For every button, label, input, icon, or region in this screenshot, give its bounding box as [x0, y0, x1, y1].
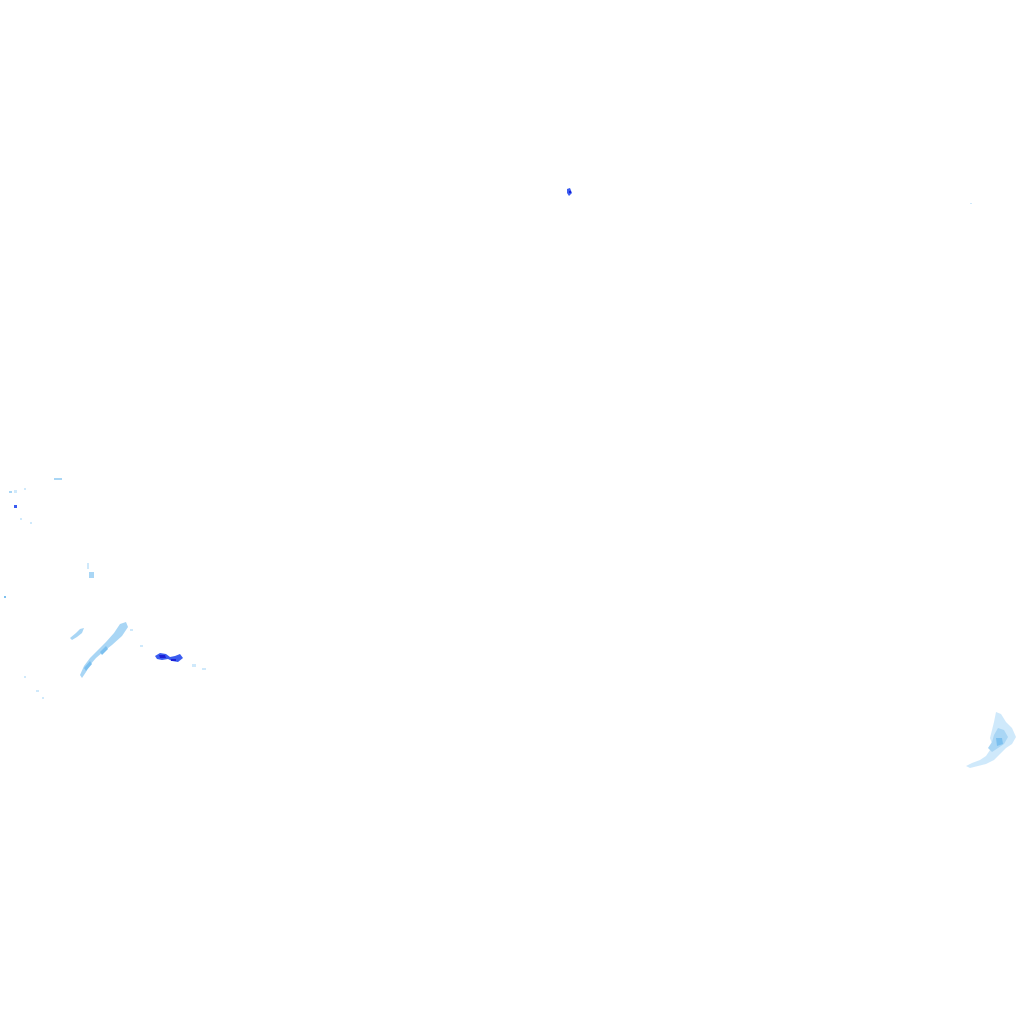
echo-cell-north — [567, 188, 572, 196]
echo-speck — [14, 505, 17, 508]
echo-cell-peak — [171, 659, 176, 661]
echo-speck — [24, 488, 26, 490]
echo-band-core — [84, 661, 92, 671]
echo-cluster-west — [4, 478, 206, 699]
echo-speck — [140, 645, 143, 647]
echo-speck — [9, 491, 12, 493]
echo-speck — [87, 563, 89, 569]
echo-streak — [70, 628, 84, 640]
echo-north-peak — [569, 191, 571, 193]
echo-speck — [192, 664, 196, 667]
echo-band-east-peak — [996, 738, 1003, 746]
echo-speck — [42, 697, 44, 699]
echo-speck — [24, 676, 26, 678]
echo-speck — [89, 572, 94, 578]
echo-cluster-east — [966, 203, 1016, 768]
echo-band-core — [100, 646, 108, 655]
echo-speck — [54, 478, 62, 480]
echo-speck — [130, 629, 133, 631]
echo-cell-peak — [159, 655, 166, 658]
echo-speck — [4, 596, 6, 598]
echo-speck — [14, 490, 17, 493]
echo-speck — [970, 203, 972, 204]
echo-speck — [30, 522, 32, 524]
echo-speck — [202, 668, 206, 670]
echo-cell-intense — [155, 653, 183, 662]
echo-speck — [36, 690, 39, 692]
echo-speck — [20, 518, 22, 520]
echo-band-east — [966, 712, 1016, 768]
